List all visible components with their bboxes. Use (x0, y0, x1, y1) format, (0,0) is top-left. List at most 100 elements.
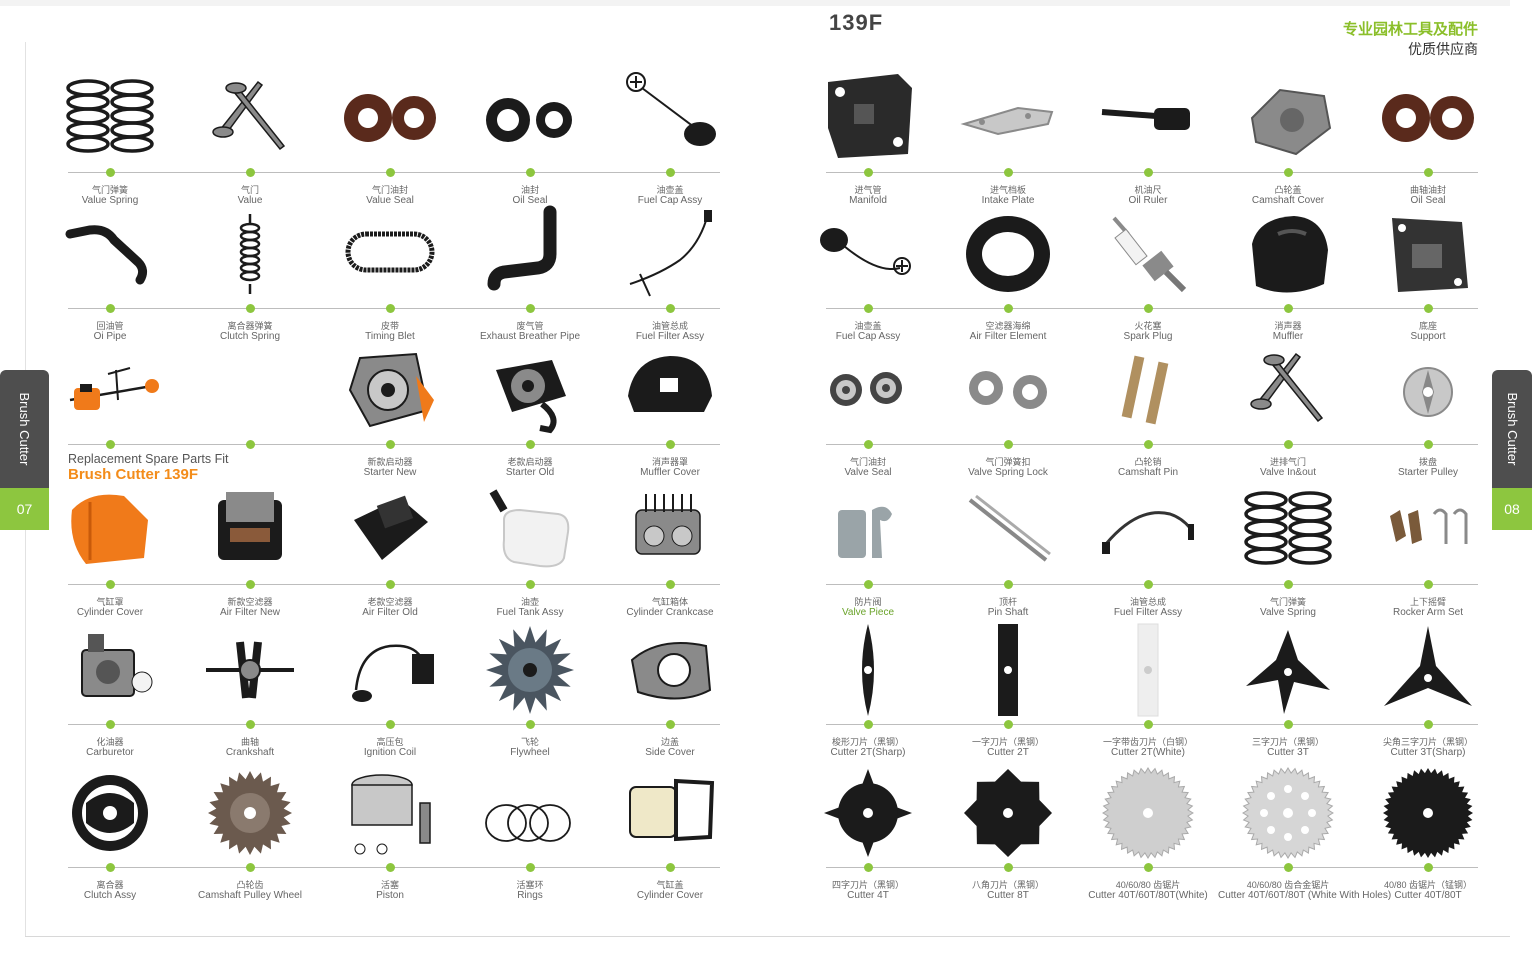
part-name-cn: 火花塞 (1134, 321, 1162, 331)
part-name-cn: 气门 (240, 185, 259, 195)
gear-icon (200, 763, 300, 863)
blade-3t-icon (1238, 620, 1338, 720)
part-name-cn: 梭形刀片（黑钢） (831, 737, 904, 747)
part-name-cn: 油管总成 (651, 321, 688, 331)
replacement-caption-line1: Replacement Spare Parts Fit (68, 452, 229, 466)
part-name-en: Ignition Coil (363, 747, 417, 758)
part-name-cn: 进排气门 (1269, 457, 1306, 467)
part-name-cn: 边盖 (660, 737, 679, 747)
part-name-en: Spark Plug (1123, 331, 1173, 342)
cylinder-cover-icon (60, 480, 160, 580)
part-name-cn: 回油管 (96, 321, 124, 331)
row-dot (666, 168, 675, 177)
part-name-cn: 尖角三字刀片（黑钢） (1382, 737, 1473, 747)
part-name-cn: 顶杆 (998, 597, 1017, 607)
part-name-cn: 八角刀片（黑钢） (971, 880, 1044, 890)
row-dot (1284, 720, 1293, 729)
pulley-icon (1378, 340, 1478, 440)
part-name-cn: 气缸罩 (96, 597, 124, 607)
side-tab-right-label: Brush Cutter (1505, 392, 1520, 466)
part-name-en: Camshaft Cover (1251, 195, 1325, 206)
part-name-en: Exhaust Breather Pipe (479, 331, 581, 342)
part-name-en: Muffler Cover (640, 467, 700, 478)
part-name-en: Valve Spring (1260, 607, 1316, 618)
gasket-icon (620, 763, 720, 863)
part-name-en: Cutter 3T(Sharp) (1390, 747, 1466, 758)
plate-icon (958, 68, 1058, 168)
dipstick-icon (1098, 68, 1198, 168)
row-dot (1004, 168, 1013, 177)
part-name-en: Manifold (849, 195, 887, 206)
part-name-en: Camshaft Pin (1117, 467, 1179, 478)
row-dot (106, 863, 115, 872)
row-dot (864, 580, 873, 589)
page-number-right: 08 (1492, 488, 1532, 530)
part-name-en: Rings (517, 890, 543, 901)
part-none (180, 340, 320, 480)
part-saw-black: 40/80 齿锯片（锰钢）Cutter 40T/80T (1358, 763, 1498, 903)
part-name-en: Clutch Assy (83, 890, 137, 901)
part-name-en: Valve Piece (841, 607, 895, 618)
part-name-cn: 废气管 (516, 321, 544, 331)
part-name-en: Cylinder Cover (76, 607, 144, 618)
fuel-line-icon (620, 204, 720, 304)
part-name-cn: 气门弹簧 (91, 185, 128, 195)
blade-4t-icon (818, 763, 918, 863)
row-dot (1004, 440, 1013, 449)
part-name-cn: 老款启动器 (507, 457, 553, 467)
row-dot (1144, 168, 1153, 177)
part-name-en: Valve Spring Lock (968, 467, 1048, 478)
row-dot (1284, 440, 1293, 449)
page-number-left: 07 (0, 488, 49, 530)
part-name-cn: 机油尺 (1134, 185, 1162, 195)
part-name-cn: 气门弹簧扣 (985, 457, 1031, 467)
starter-icon (340, 340, 440, 440)
part-name-en: Cylinder Cover (636, 890, 704, 901)
row-dot (1004, 720, 1013, 729)
part-name-en: Cutter 40T/60T/80T (White With Holes) (1218, 890, 1392, 901)
part-name-en: Cutter 2T (987, 747, 1029, 758)
clutch-icon (60, 763, 160, 863)
part-name-cn: 进气管 (854, 185, 882, 195)
fuel-line2-icon (1098, 480, 1198, 580)
pins-icon (1098, 340, 1198, 440)
pipe-icon (60, 204, 160, 304)
part-name-cn: 凸轮销 (1134, 457, 1162, 467)
row-dot (1424, 863, 1433, 872)
part-name-cn: 气门油封 (371, 185, 408, 195)
part-name-cn: 离合器弹簧 (227, 321, 273, 331)
row-dot (1424, 440, 1433, 449)
row-dot (246, 168, 255, 177)
part-name-cn: 活塞 (380, 880, 399, 890)
crankcase-icon (620, 480, 720, 580)
rocker-icon (1378, 480, 1478, 580)
rings-icon (480, 763, 580, 863)
page-bottom-edge (25, 936, 1510, 937)
part-name-cn: 消声器罩 (651, 457, 688, 467)
part-name-cn: 凸轮盖 (1274, 185, 1302, 195)
spark-plug-icon (1098, 204, 1198, 304)
part-name-cn: 油壶盖 (656, 185, 684, 195)
part-blade-8t: 八角刀片（黑钢）Cutter 8T (938, 763, 1078, 903)
part-name-cn: 气门弹簧 (1269, 597, 1306, 607)
part-blade-4t: 四字刀片（黑钢）Cutter 4T (798, 763, 938, 903)
part-name-cn: 空滤器海绵 (985, 321, 1031, 331)
page-top-band (0, 0, 1510, 6)
row-dot (1424, 580, 1433, 589)
part-name-en: Cutter 40T/80T (1394, 890, 1462, 901)
side-tab-left-body (0, 370, 49, 488)
pin-shaft-icon (958, 480, 1058, 580)
side-tab-left: Brush Cutter 07 (0, 370, 49, 530)
